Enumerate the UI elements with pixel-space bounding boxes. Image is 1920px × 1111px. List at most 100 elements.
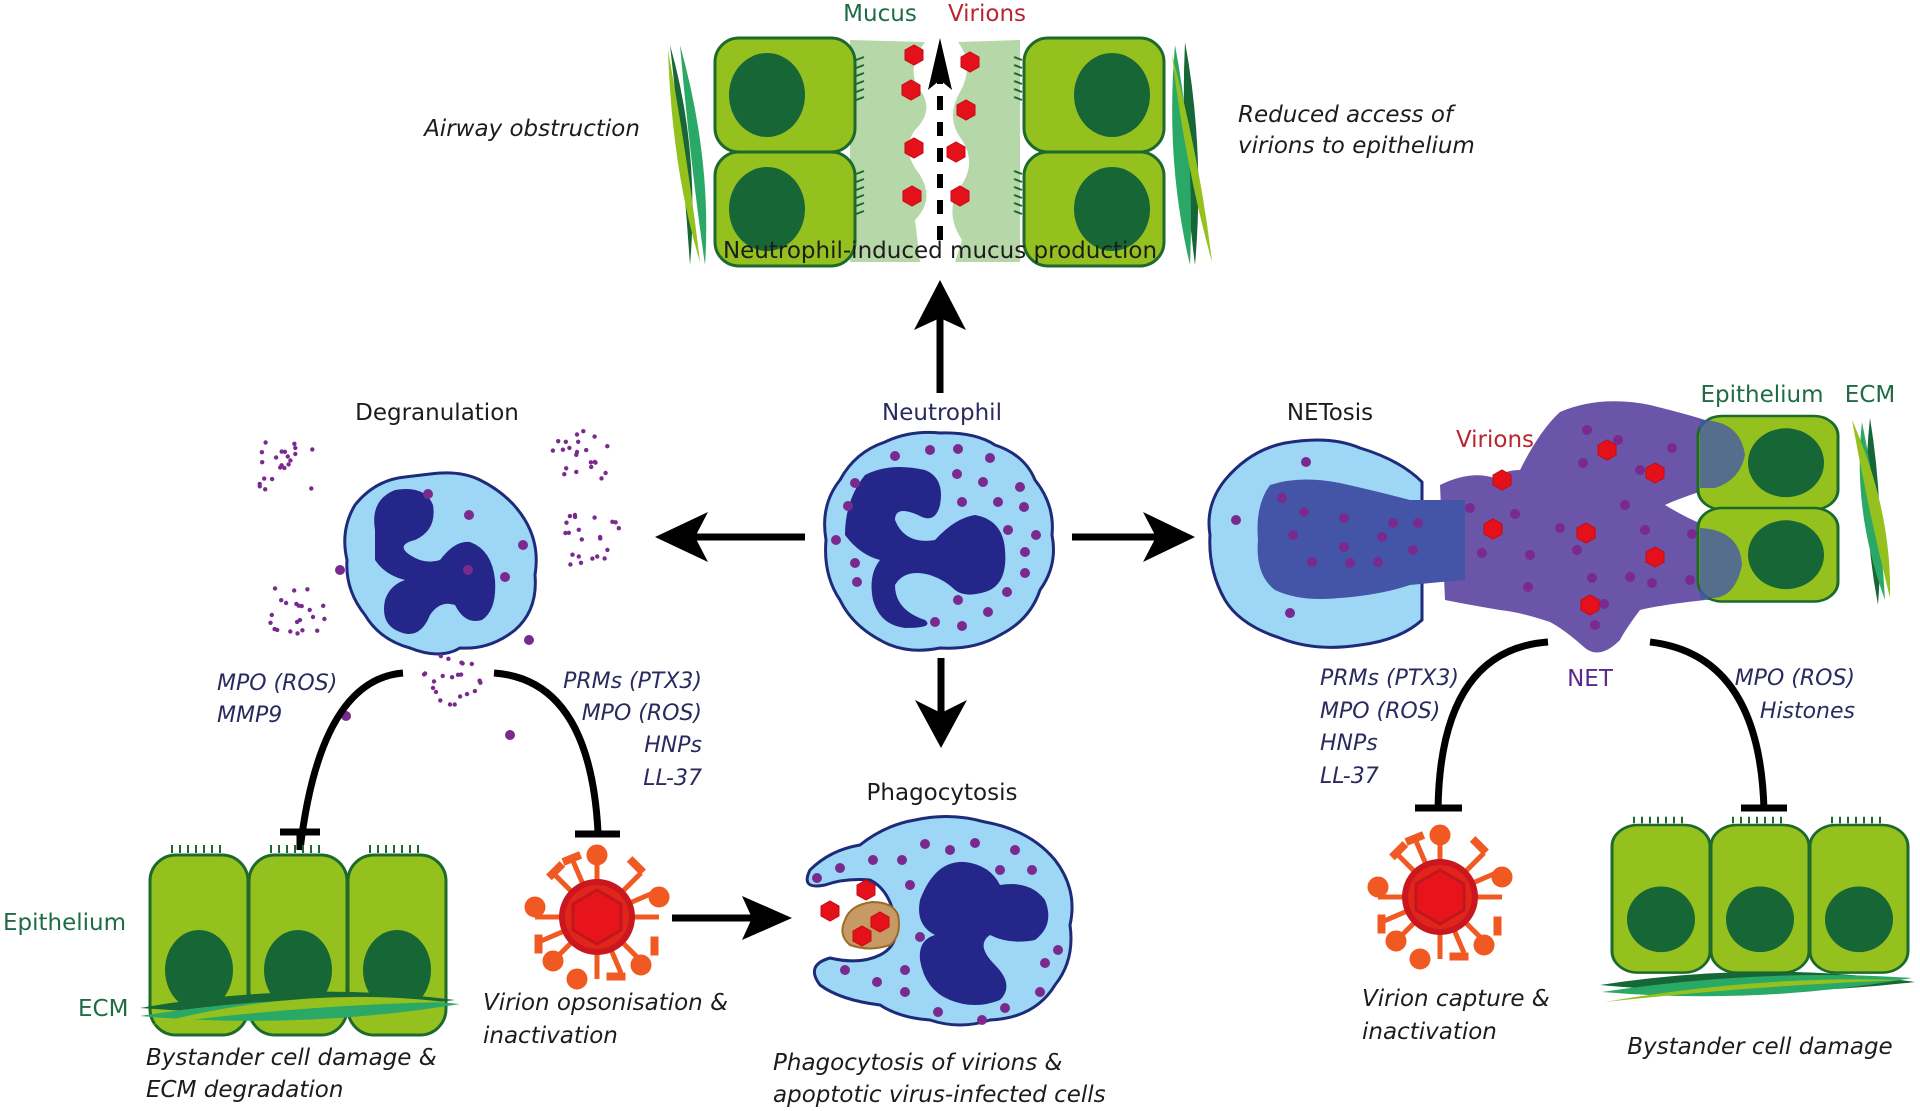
- released-granule: [581, 429, 586, 434]
- phagocytosis-section: Phagocytosis Phagocytosis of virions & a…: [773, 780, 1106, 1108]
- released-granule: [299, 603, 304, 609]
- ecm-fibers-bottom-right: [1600, 971, 1915, 1002]
- released-granule: [292, 441, 297, 446]
- net-label: NET: [1567, 666, 1614, 692]
- released-granule: [592, 515, 597, 520]
- net-granules: [1231, 425, 1697, 630]
- pathway-arrows: [655, 280, 1195, 940]
- neutrophil-granules: [831, 444, 1041, 631]
- airway-obstruction-caption: Airway obstruction: [422, 116, 640, 142]
- released-granule: [570, 552, 575, 557]
- released-granule: [592, 459, 597, 465]
- virion-capture-caption-line2: inactivation: [1362, 1019, 1497, 1045]
- released-granule: [293, 445, 298, 451]
- released-granule: [576, 439, 581, 444]
- phagocytosis-title: Phagocytosis: [867, 780, 1018, 806]
- inhibition-arc-net-bystander: [1649, 638, 1768, 811]
- degranulation-granules: [335, 489, 534, 740]
- netosis-section: NETosis Virions: [1207, 382, 1915, 1060]
- mucus-production-title: Neutrophil-induced mucus production: [723, 238, 1157, 264]
- released-granule: [279, 449, 284, 454]
- neutrophil-nucleus: [845, 466, 1006, 628]
- released-granule: [282, 465, 287, 471]
- released-granule: [310, 614, 316, 620]
- released-granule: [579, 537, 584, 542]
- released-granule: [260, 460, 265, 465]
- released-granule: [605, 547, 610, 553]
- released-granule: [322, 616, 327, 622]
- net-nucleus-stream: [1257, 479, 1465, 599]
- released-granule: [567, 445, 572, 451]
- released-granule: [589, 464, 594, 470]
- released-granule: [288, 629, 293, 634]
- released-granule: [576, 554, 581, 559]
- released-granule: [452, 702, 457, 707]
- epithelium-label-net: Epithelium: [1700, 382, 1823, 408]
- released-granule: [278, 465, 283, 470]
- reduced-access-caption-line2: virions to epithelium: [1238, 133, 1475, 159]
- arrow-right: [1072, 512, 1195, 562]
- released-granule: [279, 598, 284, 603]
- degranulation-mediator-1: MPO (ROS): [217, 671, 337, 696]
- degranulation-antiviral-4: LL-37: [643, 766, 702, 791]
- neutrophil-label: Neutrophil: [882, 400, 1002, 426]
- degranulation-antiviral-1: PRMs (PTX3): [563, 669, 702, 694]
- inhibition-arc-net-virion: [1434, 638, 1549, 811]
- released-granule: [592, 434, 597, 439]
- epithelial-cells-top-left: [713, 36, 865, 268]
- mucus-layer-right: [952, 40, 1020, 262]
- released-granule: [595, 554, 600, 559]
- released-granule: [295, 631, 300, 636]
- released-granule: [574, 469, 579, 475]
- released-granule: [449, 675, 455, 680]
- epithelium-bottom-right: [1610, 815, 1910, 975]
- released-granule: [560, 447, 566, 452]
- released-granule: [563, 439, 568, 444]
- released-granule: [469, 661, 474, 667]
- arrow-down: [915, 658, 967, 748]
- released-granule: [257, 484, 262, 489]
- epithelial-cells-top-right: [1013, 36, 1166, 268]
- released-granule: [550, 448, 556, 453]
- released-granule: [421, 672, 427, 677]
- released-granule: [282, 449, 288, 454]
- net-antiviral-3: HNPs: [1320, 731, 1378, 756]
- released-granule: [599, 476, 604, 481]
- arrow-left: [655, 512, 805, 562]
- net-over-cells: [1700, 420, 1745, 598]
- phagocyte-granules: [812, 838, 1063, 1025]
- released-granule: [574, 449, 580, 455]
- ecm-fibers-top-left: [668, 45, 707, 265]
- bystander-damage-caption-line1: Bystander cell damage &: [146, 1045, 437, 1071]
- degranulation-mediator-2: MMP9: [217, 703, 282, 728]
- released-granule: [275, 627, 280, 633]
- ecm-fibers-bottom-left: [140, 991, 460, 1025]
- phagocyte-nucleus: [919, 861, 1049, 1005]
- inhibition-arc-bystander: [296, 669, 404, 851]
- released-granule: [262, 476, 267, 481]
- epithelium-net: [1696, 414, 1840, 603]
- mucus-section: Mucus Virions: [422, 1, 1475, 268]
- released-granule: [300, 628, 305, 633]
- net-damage-1: MPO (ROS): [1735, 666, 1855, 691]
- released-granule: [285, 454, 290, 459]
- released-granule: [605, 444, 610, 449]
- reduced-access-caption-line1: Reduced access of: [1238, 102, 1456, 128]
- virion-opsonised: [525, 845, 669, 989]
- net-fibres: [1440, 401, 1705, 653]
- released-granule: [464, 691, 470, 697]
- released-granule: [455, 672, 461, 677]
- degranulation-antiviral-2: MPO (ROS): [582, 701, 702, 726]
- released-granule: [562, 472, 567, 477]
- virion-capture-caption-line1: Virion capture &: [1362, 986, 1550, 1012]
- released-granule: [269, 476, 275, 482]
- released-granule: [259, 450, 265, 455]
- net-antiviral-1: PRMs (PTX3): [1320, 666, 1459, 691]
- released-granule: [294, 601, 299, 607]
- released-granule: [610, 519, 615, 524]
- released-granule: [433, 689, 439, 695]
- released-granule: [564, 520, 569, 525]
- phagocytosis-caption-line1: Phagocytosis of virions &: [773, 1050, 1062, 1076]
- released-granule: [472, 688, 478, 694]
